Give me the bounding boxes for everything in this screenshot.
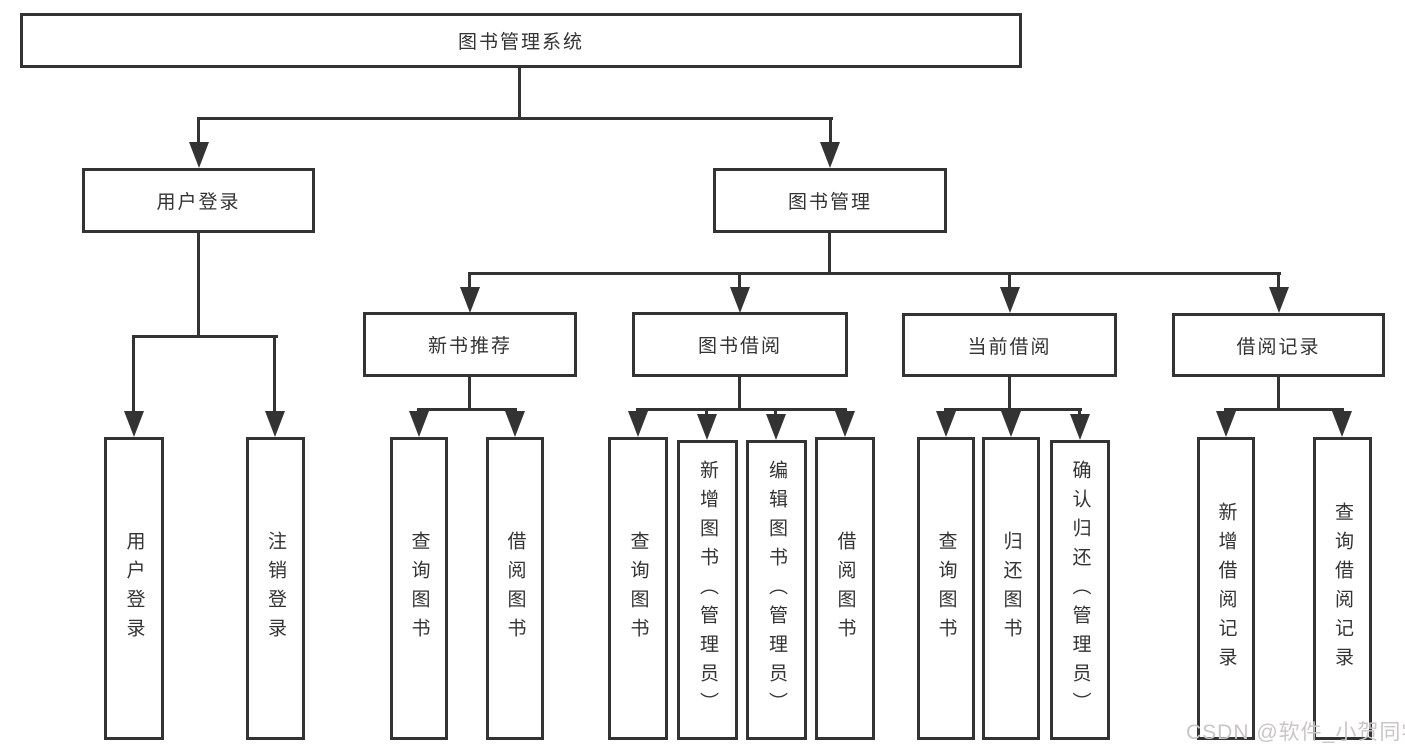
arrow-down-icon xyxy=(766,414,786,440)
arrow-down-icon xyxy=(936,411,956,437)
arrow-down-icon xyxy=(505,411,525,437)
node-bb-add-label: 新增图书（管理员） xyxy=(697,459,718,721)
connector-book-borrow-trunk xyxy=(738,375,741,411)
node-current-borrow-box: 当前借阅 xyxy=(902,313,1117,377)
connector-arrow-shaft xyxy=(1078,408,1081,416)
node-bb-edit-box: 编辑图书（管理员） xyxy=(746,440,807,740)
node-user-login-box: 用户登录 xyxy=(82,168,315,233)
node-bb-query-box: 查询图书 xyxy=(608,437,668,740)
connector-arrow-shaft xyxy=(774,408,777,416)
node-borrow-records-box: 借阅记录 xyxy=(1172,313,1385,377)
arrow-down-icon xyxy=(697,414,717,440)
connector-arrow-shaft xyxy=(468,272,471,290)
node-current-borrow-label: 当前借阅 xyxy=(967,336,1052,358)
arrow-down-icon xyxy=(1001,411,1021,437)
node-book-borrow-box: 图书借阅 xyxy=(632,312,848,377)
node-root-box: 图书管理系统 xyxy=(20,13,1022,68)
connector-borrow-records-bar xyxy=(1224,408,1344,411)
node-cb-return-label: 归还图书 xyxy=(1000,530,1022,647)
node-book-mgmt-label: 图书管理 xyxy=(787,192,872,213)
connector-new-book-rec-bar xyxy=(417,408,517,411)
connector-arrow-shaft xyxy=(1277,272,1280,290)
arrow-down-icon xyxy=(1269,287,1289,313)
node-ul-logout-box: 注销登录 xyxy=(246,437,305,740)
connector-arrow-shaft xyxy=(1008,272,1011,290)
arrow-down-icon xyxy=(189,142,209,168)
node-br-add-box: 新增借阅记录 xyxy=(1197,437,1255,740)
csdn-watermark: CSDN @软件_小贺同学 xyxy=(1186,721,1405,744)
arrow-down-icon xyxy=(1332,411,1352,437)
arrow-down-icon xyxy=(1216,411,1236,437)
node-bb-borrow-label: 借阅图书 xyxy=(834,530,856,647)
node-book-borrow-label: 图书借阅 xyxy=(697,336,782,357)
connector-arrow-shaft xyxy=(738,272,741,290)
node-bb-borrow-box: 借阅图书 xyxy=(815,437,875,740)
node-cb-confirm-box: 确认归还（管理员） xyxy=(1050,440,1110,740)
node-nb-query-box: 查询图书 xyxy=(390,437,448,740)
arrow-down-icon xyxy=(1000,287,1020,313)
connector-book-mgmt-trunk xyxy=(828,231,831,275)
node-bb-add-box: 新增图书（管理员） xyxy=(677,440,738,740)
node-ul-logout-label: 注销登录 xyxy=(265,530,286,647)
arrow-down-icon xyxy=(1070,414,1090,440)
node-book-mgmt-box: 图书管理 xyxy=(713,168,947,233)
connector-current-borrow-trunk xyxy=(1008,375,1011,411)
node-nb-query-label: 查询图书 xyxy=(408,530,430,647)
connector-current-borrow-bar xyxy=(944,408,1082,411)
connector-l2-bar xyxy=(468,272,1281,275)
node-br-query-label: 查询借阅记录 xyxy=(1332,501,1353,676)
node-br-query-box: 查询借阅记录 xyxy=(1313,437,1372,740)
arrow-down-icon xyxy=(820,142,840,168)
node-user-login-label: 用户登录 xyxy=(156,192,241,213)
arrow-down-icon xyxy=(460,287,480,313)
node-bb-edit-label: 编辑图书（管理员） xyxy=(766,459,787,721)
arrow-down-icon xyxy=(835,411,855,437)
node-nb-borrow-label: 借阅图书 xyxy=(504,530,526,647)
connector-book-borrow-bar xyxy=(636,408,847,411)
connector-user-login-bar xyxy=(132,335,278,338)
connector-user-login-trunk xyxy=(197,230,200,337)
node-borrow-records-label: 借阅记录 xyxy=(1236,336,1321,358)
node-new-book-rec-box: 新书推荐 xyxy=(363,312,577,377)
connector-arrow-shaft xyxy=(197,117,200,145)
connector-arrow-shaft xyxy=(829,117,832,145)
arrow-down-icon xyxy=(409,411,429,437)
node-new-book-rec-label: 新书推荐 xyxy=(427,336,512,357)
arrow-down-icon xyxy=(124,411,144,437)
node-cb-confirm-label: 确认归还（管理员） xyxy=(1069,459,1091,721)
node-cb-query-box: 查询图书 xyxy=(917,437,975,740)
node-bb-query-label: 查询图书 xyxy=(627,530,649,647)
connector-root-trunk xyxy=(518,66,521,120)
node-br-add-label: 新增借阅记录 xyxy=(1215,501,1237,676)
node-cb-query-label: 查询图书 xyxy=(935,530,957,647)
connector-arrow-shaft xyxy=(132,335,135,413)
connector-l1-bar xyxy=(197,117,833,120)
node-ul-login-box: 用户登录 xyxy=(104,437,164,740)
arrow-down-icon xyxy=(265,411,285,437)
connector-new-book-rec-trunk xyxy=(468,375,471,411)
arrow-down-icon xyxy=(730,287,750,313)
node-root-label: 图书管理系统 xyxy=(457,32,584,53)
node-ul-login-label: 用户登录 xyxy=(123,530,145,647)
node-cb-return-box: 归还图书 xyxy=(982,437,1040,740)
connector-borrow-records-trunk xyxy=(1277,375,1280,411)
arrow-down-icon xyxy=(628,411,648,437)
node-nb-borrow-box: 借阅图书 xyxy=(486,437,544,740)
connector-arrow-shaft xyxy=(273,335,276,413)
connector-arrow-shaft xyxy=(705,408,708,416)
